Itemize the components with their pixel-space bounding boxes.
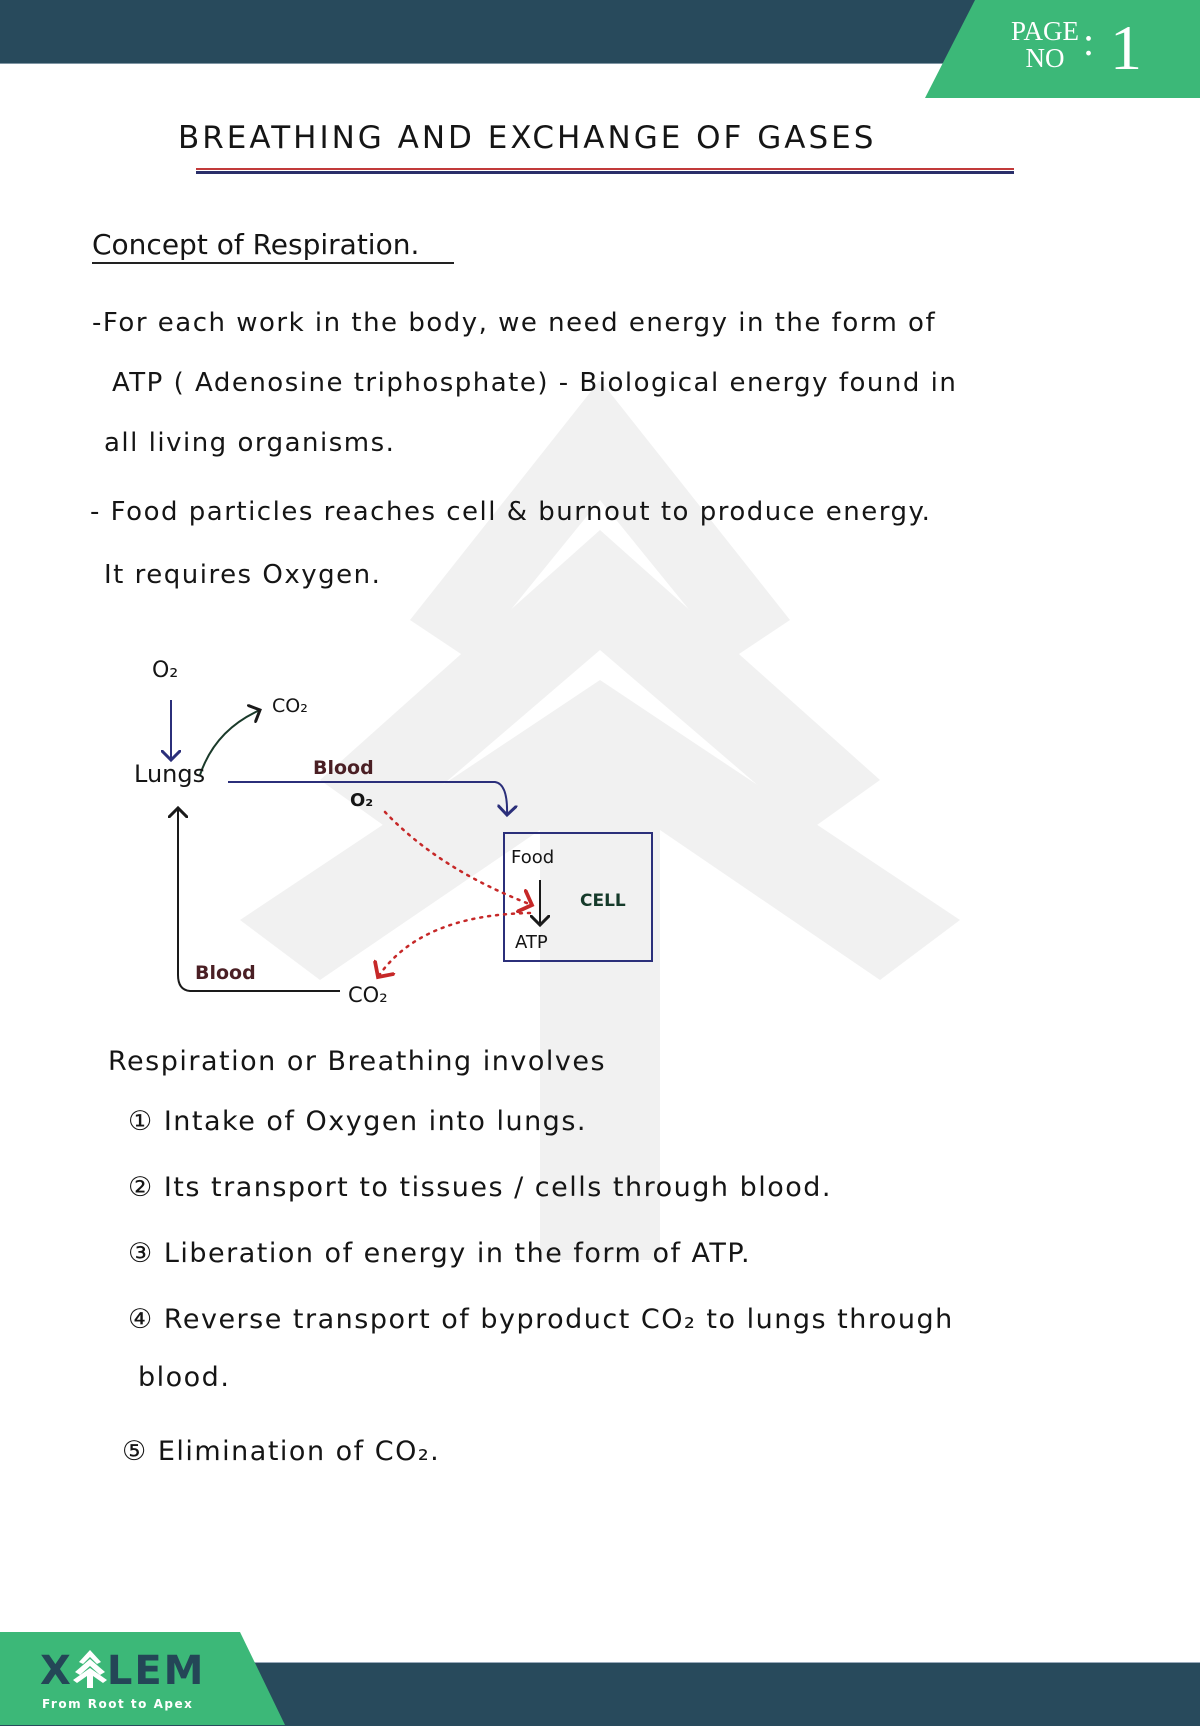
list-marker: ⑤ [122,1436,148,1467]
brand-tagline: From Root to Apex [42,1697,194,1711]
list-text: Reverse transport of byproduct CO₂ to lu… [163,1304,954,1335]
list-intro: Respiration or Breathing involves [108,1046,607,1077]
list-marker: ① [128,1106,154,1137]
list-text: Intake of Oxygen into lungs. [163,1106,587,1137]
title-underline-red [196,168,1014,170]
title-underline-blue [196,171,1014,174]
paragraph-line: -For each work in the body, we need ener… [92,308,937,338]
diagram-cell: CELL [580,891,626,911]
list-item-continuation: blood. [138,1362,230,1393]
list-text: Elimination of CO₂. [157,1436,441,1467]
diagram-o2-to-cell: O₂ [350,790,374,811]
list-marker: ② [128,1172,154,1203]
diagram-blood-top: Blood [313,757,374,779]
list-item: ② Its transport to tissues / cells throu… [128,1172,832,1203]
diagram-co2-from-cell: CO₂ [348,983,388,1007]
diagram-food: Food [511,847,555,868]
diagram-atp: ATP [515,932,548,953]
section-heading: Concept of Respiration. [92,228,420,261]
paragraph-line: It requires Oxygen. [104,560,382,590]
page-number: 1 [1110,12,1142,83]
list-item: ⑤ Elimination of CO₂. [122,1436,440,1467]
diagram-blood-bottom: Blood [195,962,256,984]
list-item: ③ Liberation of energy in the form of AT… [128,1238,751,1269]
paragraph-line: all living organisms. [104,428,396,458]
page-number-badge: PAGE NO : 1 [925,0,1200,98]
diagram-o2-in: O₂ [152,658,179,683]
list-text: blood. [138,1362,231,1393]
list-text: Liberation of energy in the form of ATP. [163,1238,752,1269]
paragraph-line: ATP ( Adenosine triphosphate) - Biologic… [112,368,958,398]
paragraph-line: - Food particles reaches cell & burnout … [90,497,932,527]
list-item: ④ Reverse transport of byproduct CO₂ to … [128,1304,954,1335]
tree-logo-icon [72,1650,107,1688]
page-label: PAGE NO [1000,18,1090,72]
page-label-line2: NO [1025,43,1065,73]
diagram-co2-out: CO₂ [272,695,308,717]
list-marker: ④ [128,1304,154,1335]
diagram-lungs: Lungs [134,760,206,788]
footer-logo-block [0,1632,285,1725]
section-underline [92,262,454,264]
page-title: BREATHING AND EXCHANGE OF GASES [178,120,877,156]
page-colon: : [1083,19,1095,64]
list-text: Its transport to tissues / cells through… [163,1172,832,1203]
list-item: ① Intake of Oxygen into lungs. [128,1106,587,1137]
list-marker: ③ [128,1238,154,1269]
page-label-line1: PAGE [1010,16,1080,46]
